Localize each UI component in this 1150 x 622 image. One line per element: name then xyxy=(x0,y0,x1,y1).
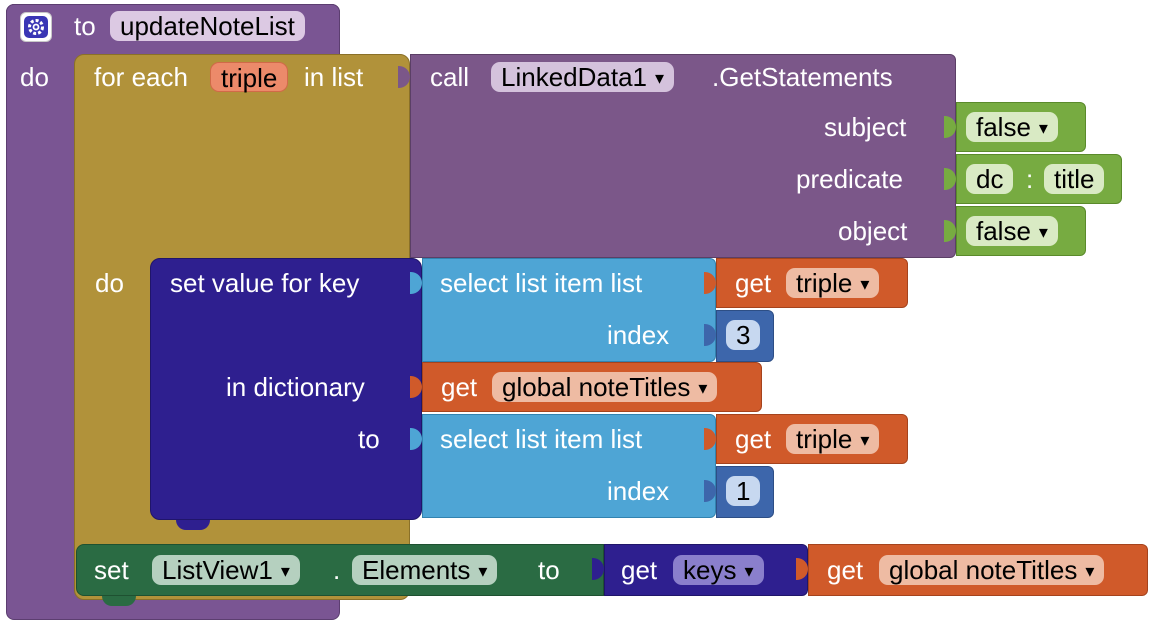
boolean-dropdown-object[interactable]: false xyxy=(966,216,1058,246)
variable-dropdown-triple[interactable]: triple xyxy=(786,268,880,298)
component-dropdown[interactable]: LinkedData1 xyxy=(491,62,675,92)
get-label: get xyxy=(735,268,772,298)
call-label: call xyxy=(430,62,470,92)
set-label: set xyxy=(94,555,129,585)
keyword-do: do xyxy=(20,62,49,92)
input-socket xyxy=(704,428,716,450)
in-list-label: in list xyxy=(304,62,364,92)
input-socket xyxy=(704,480,716,502)
get-label: get xyxy=(735,424,772,454)
set-value-label: set value for key xyxy=(170,268,360,298)
number-field-1[interactable]: 1 xyxy=(726,476,761,506)
input-socket xyxy=(410,428,422,450)
to-label: to xyxy=(538,555,560,585)
property-dropdown-elements[interactable]: Elements xyxy=(352,555,498,585)
set-value-for-key-block[interactable] xyxy=(150,258,422,520)
variable-dropdown-global-notetitles-2[interactable]: global noteTitles xyxy=(879,555,1105,585)
arg-label-object: object xyxy=(838,216,908,246)
loop-variable-field[interactable]: triple xyxy=(210,62,289,93)
boolean-dropdown-subject[interactable]: false xyxy=(966,112,1058,142)
method-name: .GetStatements xyxy=(712,62,893,92)
next-connector xyxy=(102,596,136,606)
number-field-3[interactable]: 3 xyxy=(726,320,761,350)
index-label: index xyxy=(607,320,670,350)
get-keys-block[interactable] xyxy=(604,544,808,596)
procedure-name-field[interactable]: updateNoteList xyxy=(110,11,305,41)
input-socket xyxy=(944,116,956,138)
select-list-item-label: select list item list xyxy=(440,268,643,298)
for-each-do-label: do xyxy=(95,268,124,298)
next-connector xyxy=(176,520,210,530)
gear-icon[interactable] xyxy=(20,12,52,42)
get-label: get xyxy=(441,372,478,402)
dot-separator: . xyxy=(333,555,341,585)
input-socket xyxy=(704,272,716,294)
index-label: index xyxy=(607,476,670,506)
select-list-item-block-key[interactable] xyxy=(422,258,716,362)
arg-label-predicate: predicate xyxy=(796,164,903,194)
input-socket xyxy=(704,324,716,346)
namespace-separator: : xyxy=(1026,164,1034,194)
namespace-term-field[interactable]: title xyxy=(1044,164,1105,194)
input-socket xyxy=(944,220,956,242)
select-list-item-label: select list item list xyxy=(440,424,643,454)
for-each-label: for each xyxy=(94,62,188,92)
input-socket xyxy=(410,376,422,398)
to-label: to xyxy=(358,424,380,454)
get-label: get xyxy=(621,555,658,585)
in-dictionary-label: in dictionary xyxy=(226,372,365,402)
keys-dropdown[interactable]: keys xyxy=(673,555,764,585)
input-socket xyxy=(398,66,410,88)
keyword-to: to xyxy=(74,11,96,41)
arg-label-subject: subject xyxy=(824,112,907,142)
namespace-prefix-field[interactable]: dc xyxy=(966,164,1014,194)
input-socket xyxy=(410,272,422,294)
input-socket xyxy=(944,168,956,190)
variable-dropdown-global-notetitles[interactable]: global noteTitles xyxy=(492,372,718,402)
select-list-item-block-value[interactable] xyxy=(422,414,716,518)
component-dropdown-listview[interactable]: ListView1 xyxy=(152,555,300,585)
get-label: get xyxy=(827,555,864,585)
input-socket xyxy=(592,558,604,580)
input-socket xyxy=(796,558,808,580)
variable-dropdown-triple[interactable]: triple xyxy=(786,424,880,454)
